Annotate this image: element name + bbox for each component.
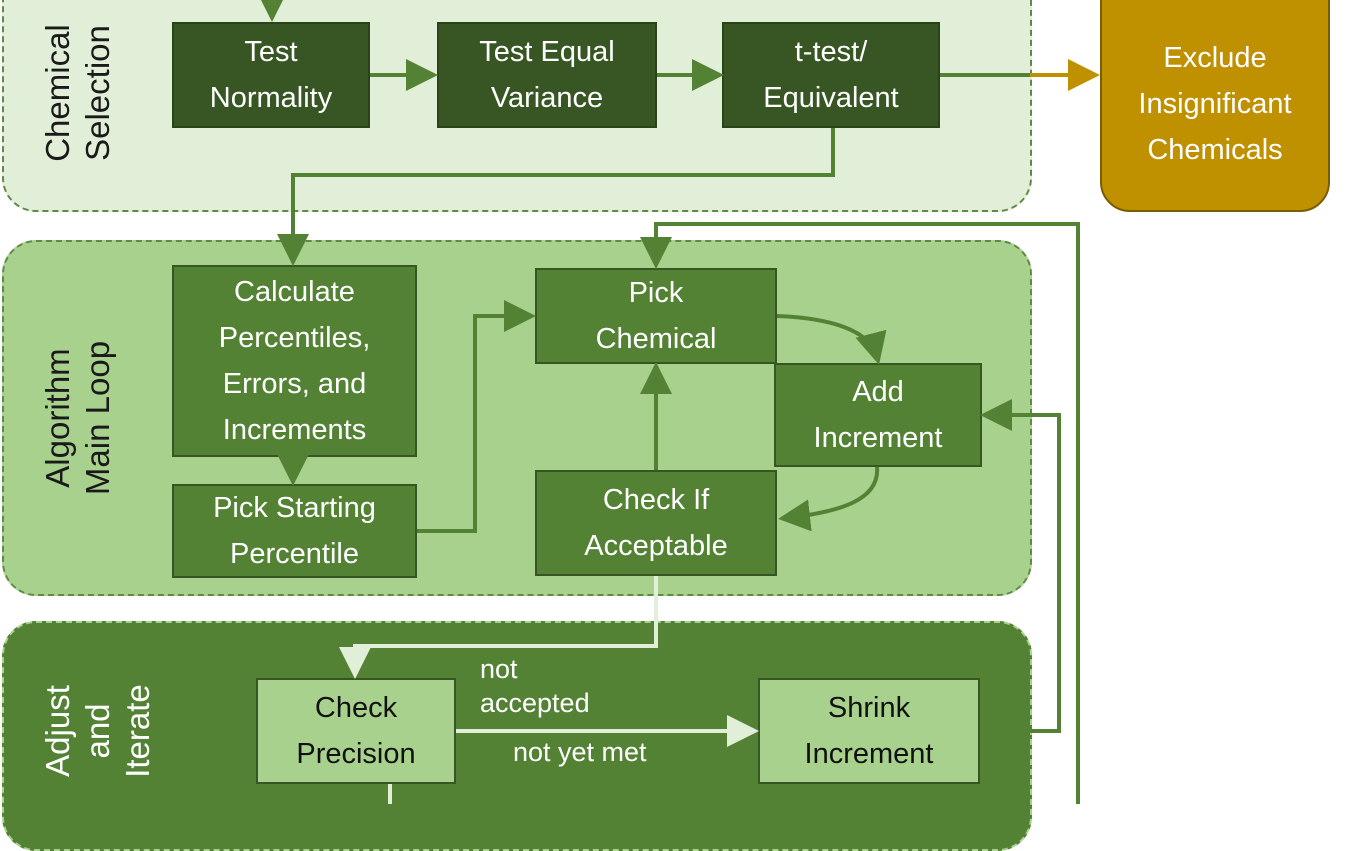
test-equal-variance-box: Test Equal Variance — [437, 22, 657, 128]
not-accepted-label: not accepted — [480, 654, 590, 718]
check-acceptable-box: Check If Acceptable — [535, 470, 777, 576]
arrow-pick-to-add — [776, 314, 887, 365]
add-increment-box: Add Increment — [774, 363, 982, 467]
arrow-loop-back-to-pick — [640, 222, 1080, 804]
arrow-starting-to-pick — [417, 300, 536, 533]
shrink-increment-box: Shrink Increment — [758, 678, 980, 784]
t-test-box: t-test/ Equivalent — [722, 22, 940, 128]
arrow-shrink-to-add — [980, 399, 1061, 733]
arrow-ttest-to-calculate — [277, 128, 835, 266]
not-yet-met-label: not yet met — [513, 737, 647, 767]
arrow-layer — [256, 0, 1100, 804]
check-precision-box: Check Precision — [256, 678, 456, 784]
arrow-check-to-precision — [339, 576, 658, 679]
arrow-add-to-check — [778, 466, 880, 532]
pick-starting-percentile-box: Pick Starting Percentile — [172, 484, 417, 578]
test-normality-box: Test Normality — [172, 22, 370, 128]
calculate-percentiles-box: Calculate Percentiles, Errors, and Incre… — [172, 265, 417, 457]
exclude-chemicals-box: Exclude Insignificant Chemicals — [1100, 0, 1330, 212]
